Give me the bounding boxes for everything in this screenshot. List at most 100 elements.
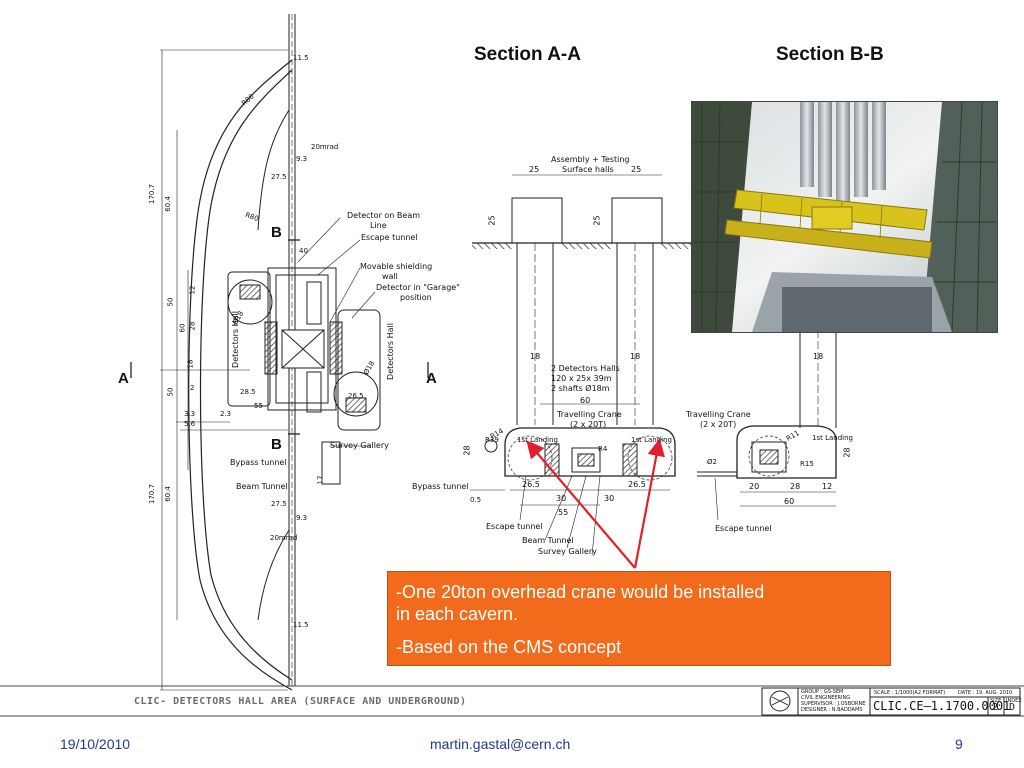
- tb-index-value: D: [1009, 702, 1016, 713]
- bb-escape-tunnel: Escape tunnel: [715, 524, 772, 533]
- aa-r39: R39: [485, 436, 499, 444]
- footer-page-number: 9: [955, 736, 963, 752]
- section-bb-title: Section B-B: [776, 44, 884, 65]
- plan-view: [130, 14, 429, 691]
- section-bb-drawing: [697, 330, 837, 521]
- plan-beam-tunnel: Beam Tunnel: [236, 482, 288, 491]
- aa-bypass-tunnel: Bypass tunnel: [412, 482, 469, 491]
- aa-ist-right: 1st Landing: [631, 436, 672, 444]
- plan-dim-9-3-bottom: 9.3: [296, 514, 308, 522]
- section-aa-drawing: [470, 174, 698, 556]
- callout-arrows: [526, 438, 666, 569]
- bb-dim-28: 28: [842, 447, 852, 458]
- cavern-crane-photo: [691, 101, 998, 333]
- callout-line-1: -One 20ton overhead crane would be insta…: [396, 582, 765, 602]
- aa-assembly: Assembly + Testing: [551, 155, 630, 164]
- bb-dim-12: 12: [822, 482, 833, 491]
- tb-group: GROUP : GS-SEM: [801, 689, 844, 695]
- aa-dim-0-5: 0.5: [470, 496, 482, 504]
- plan-escape-tunnel: Escape tunnel: [361, 233, 418, 242]
- bb-phi-2: Ø2: [707, 458, 717, 466]
- plan-dim-17: 17: [316, 475, 325, 485]
- plan-dim-27-5-top: 27.5: [271, 173, 287, 181]
- aa-dim-60: 60: [580, 396, 591, 405]
- tb-supervisor: SUPERVISOR : J.OSBORNE: [801, 701, 866, 707]
- aa-dim-25-a: 25: [529, 165, 540, 174]
- plan-dim-27-5-bottom: 27.5: [271, 500, 287, 508]
- plan-dim-5-6: 5.6: [184, 420, 196, 428]
- plan-mrad-bottom: 20mrad: [270, 534, 298, 542]
- bb-travelling-crane: Travelling Crane: [686, 410, 751, 419]
- bb-dim-18: 18: [813, 352, 824, 361]
- plan-dim-26-5: 26.5: [348, 392, 364, 400]
- tb-size-value: 2: [992, 702, 999, 713]
- aa-dim-25-b: 25: [631, 165, 642, 174]
- aa-dim-30-l: 30: [556, 494, 567, 503]
- bb-dim-28-h: 28: [790, 482, 801, 491]
- plan-survey-gallery: Survey Gallery: [330, 441, 389, 450]
- plan-dim-3-3: 3.3: [184, 410, 196, 418]
- aa-halls-note-1: 2 Detectors Halls: [551, 364, 620, 373]
- plan-section-b-bottom: B: [271, 436, 282, 453]
- plan-dim-40: 40: [299, 247, 308, 255]
- plan-position: position: [400, 293, 432, 302]
- plan-dim-9-3-top: 9.3: [296, 155, 308, 163]
- plan-dim-55: 55: [254, 402, 263, 410]
- tb-civil: CIVIL ENGINEERING: [801, 695, 851, 701]
- drawing-title: CLIC- DETECTORS HALL AREA (SURFACE AND U…: [134, 696, 467, 707]
- aa-surface-halls: Surface halls: [562, 165, 614, 174]
- aa-beam-tunnel: Beam Tunnel: [522, 536, 574, 545]
- bb-dim-20: 20: [749, 482, 760, 491]
- tb-size-label: SIZE: [990, 698, 1002, 704]
- plan-section-a-right: A: [426, 370, 437, 387]
- plan-section-b-top: B: [271, 224, 282, 241]
- plan-detectors-hall-right: Detectors Hall: [385, 323, 395, 380]
- callout-line-3: -Based on the CMS concept: [396, 637, 622, 657]
- footer-email: martin.gastal@cern.ch: [430, 736, 571, 752]
- bb-dim-60: 60: [784, 497, 795, 506]
- aa-travelling-crane: Travelling Crane: [557, 410, 622, 419]
- plan-dim-50-top: 50: [166, 297, 175, 307]
- tb-index-label: INDEX: [1006, 698, 1022, 704]
- aa-dim-25-vr: 25: [592, 215, 602, 226]
- aa-dim-18-l: 18: [530, 352, 541, 361]
- plan-dim-60-4-bottom: 60.4: [163, 486, 172, 502]
- section-aa-title: Section A-A: [474, 44, 581, 65]
- plan-dim-2: 2: [190, 384, 195, 392]
- plan-section-a-left: A: [118, 370, 129, 387]
- plan-detector-on-beam: Detector on Beam: [347, 211, 421, 220]
- aa-ist-left: 1st Landing: [517, 436, 558, 444]
- bb-ist: 1st Landing: [812, 434, 853, 442]
- plan-line: Line: [370, 221, 387, 230]
- aa-r4: R4: [598, 445, 608, 453]
- tb-designer: DESIGNER : N.BADDAMS: [801, 707, 863, 713]
- aa-dim-30-r: 30: [604, 494, 615, 503]
- plan-mrad-top: 20mrad: [311, 143, 339, 151]
- plan-movable-shielding: Movable shielding: [360, 262, 433, 271]
- plan-detectors-hall-left: Detectors Hall: [230, 311, 240, 368]
- aa-survey-gallery: Survey Gallery: [538, 547, 597, 556]
- plan-dim-50-bottom: 50: [166, 387, 175, 397]
- callout-line-2: in each cavern.: [396, 604, 519, 624]
- plan-wall: wall: [382, 272, 398, 281]
- plan-detector-garage: Detector in "Garage": [376, 283, 460, 292]
- plan-dim-11-5-top: 11.5: [293, 54, 309, 62]
- plan-dim-11-5-bottom: 11.5: [293, 621, 309, 629]
- tb-drawing-code: CLIC.CE–1.1700.0001: [873, 699, 1011, 713]
- crane-callout-box: -One 20ton overhead crane would be insta…: [387, 571, 891, 666]
- plan-bypass-tunnel: Bypass tunnel: [230, 458, 287, 467]
- aa-dim-26-5-r: 26.5: [628, 480, 646, 489]
- aa-crane-cap: (2 x 20T): [570, 420, 607, 429]
- aa-dim-26-5-l: 26.5: [522, 480, 540, 489]
- bb-r15: R15: [800, 460, 814, 468]
- plan-dim-170-7-top: 170.7: [148, 183, 157, 205]
- plan-dim-18: 18: [186, 359, 195, 369]
- aa-dim-18-r: 18: [630, 352, 641, 361]
- aa-dim-28: 28: [462, 445, 472, 456]
- plan-dim-60: 60: [178, 323, 187, 333]
- title-block-frame: [761, 687, 1021, 716]
- plan-dim-2-3: 2.3: [220, 410, 232, 418]
- tb-date: DATE : 19. AUG. 2010: [958, 690, 1013, 696]
- footer-date: 19/10/2010: [60, 736, 131, 752]
